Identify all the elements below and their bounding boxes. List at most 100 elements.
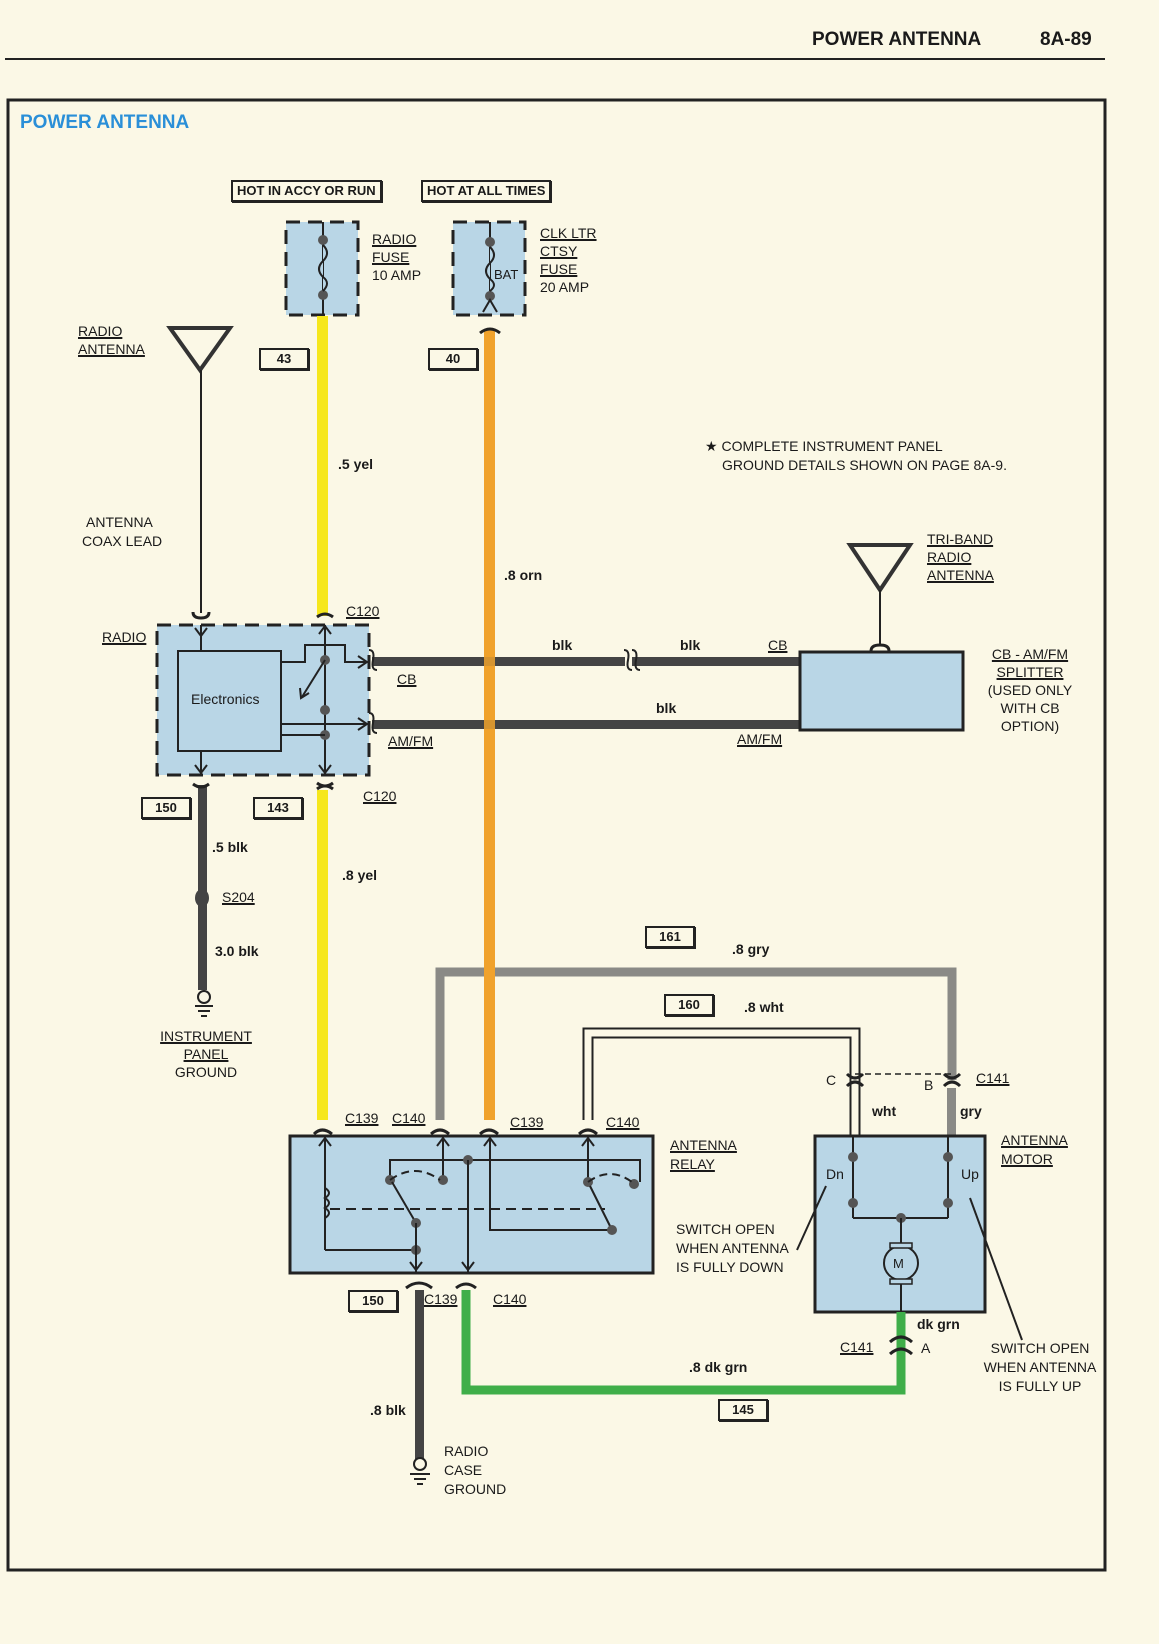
yellow-wire-top: [317, 316, 328, 616]
connector-amfm-radio: AM/FM: [388, 733, 434, 749]
radio-case-ground-label-1: RADIO: [444, 1443, 489, 1459]
radio-fuse-label-2: FUSE: [372, 249, 410, 265]
white-wire: [584, 1029, 859, 1140]
star-icon: ★: [705, 438, 718, 454]
connector-c139-c: C139: [424, 1291, 458, 1307]
page-number: 8A-89: [1040, 29, 1092, 50]
splitter-label-5: OPTION): [1000, 718, 1060, 734]
radio-antenna-icon: [166, 326, 234, 374]
connector-c140-b: C140: [606, 1114, 640, 1130]
splice-s204-label: S204: [222, 889, 255, 905]
circuit-43: 43: [259, 348, 309, 370]
coax-lead-label-1: ANTENNA: [86, 514, 153, 530]
dn-switch-label: Dn: [826, 1166, 844, 1182]
connector-cb-radio: CB: [397, 671, 417, 687]
circuit-143: 143: [253, 797, 303, 819]
hot-all-times-label: HOT AT ALL TIMES: [421, 180, 552, 202]
triband-label-3: ANTENNA: [927, 567, 994, 583]
antenna-motor: [813, 1134, 987, 1314]
triband-label-1: TRI-BAND: [927, 531, 994, 547]
splice-s204: [195, 889, 209, 907]
hot-accy-run-label: HOT IN ACCY OR RUN: [231, 180, 382, 202]
pin-b: B: [924, 1077, 934, 1093]
wire-label-wht: wht: [872, 1103, 897, 1119]
wire-label-8-wht: .8 wht: [744, 999, 784, 1015]
connector-c120-top: C120: [346, 603, 380, 619]
switch-down-note-2: WHEN ANTENNA: [676, 1240, 789, 1256]
up-switch-label: Up: [961, 1166, 979, 1182]
clk-fuse-label-4: 20 AMP: [540, 279, 590, 295]
wire-label-blk-cb2: blk: [680, 637, 701, 653]
triband-antenna-icon: [846, 543, 914, 594]
wire-label-8-orn: .8 orn: [504, 567, 543, 583]
circuit-40: 40: [428, 348, 478, 370]
antenna-relay-label-1: ANTENNA: [670, 1137, 737, 1153]
clk-fuse-label-3: FUSE: [540, 261, 578, 277]
splitter-label-4: WITH CB: [1000, 700, 1060, 716]
wire-label-8-blk: .8 blk: [370, 1402, 406, 1418]
wire-label-blk-cb1: blk: [552, 637, 573, 653]
connector-c140-a: C140: [392, 1110, 426, 1126]
triband-label-2: RADIO: [927, 549, 972, 565]
radio-case-ground-label-2: CASE: [444, 1462, 483, 1478]
wire-label-blk-amfm: blk: [656, 700, 677, 716]
wire-label-8-gry: .8 gry: [732, 941, 770, 957]
connector-c139-b: C139: [510, 1114, 544, 1130]
page-header-title: POWER ANTENNA: [812, 29, 982, 50]
radio-fuse: [284, 220, 360, 317]
wire-label-5-yel: .5 yel: [338, 456, 374, 472]
ground-note-line-1: ★ COMPLETE INSTRUMENT PANEL: [705, 437, 943, 455]
switch-up-note-2: WHEN ANTENNA: [983, 1359, 1097, 1375]
ip-ground-label-2: PANEL: [183, 1046, 229, 1062]
switch-down-note-1: SWITCH OPEN: [676, 1221, 775, 1237]
amfm-cable: [372, 720, 802, 729]
antenna-motor-label-2: MOTOR: [1001, 1151, 1053, 1167]
black-ground-wire: [198, 785, 207, 990]
radio-case-ground-wire: [415, 1290, 424, 1460]
splitter-label-3: (USED ONLY: [987, 682, 1073, 698]
radio-label: RADIO: [102, 629, 147, 645]
connector-c141-bottom: C141: [840, 1339, 874, 1355]
cb-cable-left: [372, 657, 625, 666]
circuit-150-bottom: 150: [348, 1290, 398, 1312]
cb-amfm-splitter: [798, 650, 965, 732]
splitter-label-2: SPLITTER: [996, 664, 1064, 680]
clk-fuse-label-1: CLK LTR: [540, 225, 597, 241]
coax-lead-label-2: COAX LEAD: [82, 533, 163, 549]
wire-label-3-blk: 3.0 blk: [215, 943, 259, 959]
diagram-frame: [6, 98, 1107, 1572]
green-wire: [461, 1290, 906, 1395]
gray-wire: [435, 967, 957, 1120]
circuit-145: 145: [718, 1399, 768, 1421]
clk-fuse-label-2: CTSY: [540, 243, 578, 259]
diagram-title: POWER ANTENNA: [20, 112, 190, 133]
radio-fuse-label-3: 10 AMP: [372, 267, 422, 283]
ground-note-line-2: GROUND DETAILS SHOWN ON PAGE 8A-9.: [722, 457, 1007, 473]
switch-up-note-1: SWITCH OPEN: [990, 1340, 1090, 1356]
connector-cb-splitter: CB: [768, 637, 788, 653]
radio-antenna-label-2: ANTENNA: [78, 341, 145, 357]
cb-cable-right: [632, 657, 802, 666]
bat-label: BAT: [494, 267, 519, 282]
circuit-150-top: 150: [141, 797, 191, 819]
connector-c141-top: C141: [976, 1070, 1010, 1086]
wire-label-5-blk: .5 blk: [212, 839, 248, 855]
radio-case-ground-label-3: GROUND: [444, 1481, 507, 1497]
wire-label-8-yel: .8 yel: [342, 867, 378, 883]
clk-ltr-ctsy-fuse: [451, 220, 527, 317]
antenna-motor-label-1: ANTENNA: [1001, 1132, 1068, 1148]
radio-antenna-label-1: RADIO: [78, 323, 123, 339]
splitter-label-1: CB - AM/FM: [991, 646, 1069, 662]
circuit-161: 161: [645, 926, 695, 948]
radio-fuse-label-1: RADIO: [372, 231, 417, 247]
connector-c120-bottom: C120: [363, 788, 397, 804]
connector-c140-c: C140: [493, 1291, 527, 1307]
switch-up-note-3: IS FULLY UP: [998, 1378, 1082, 1394]
ground-note-text-1: COMPLETE INSTRUMENT PANEL: [721, 438, 943, 454]
wire-label-dk-grn: dk grn: [917, 1316, 960, 1332]
antenna-relay: [288, 1134, 655, 1275]
antenna-relay-label-2: RELAY: [670, 1156, 715, 1172]
yellow-wire-bottom: [317, 790, 328, 1120]
pin-a: A: [921, 1340, 931, 1356]
